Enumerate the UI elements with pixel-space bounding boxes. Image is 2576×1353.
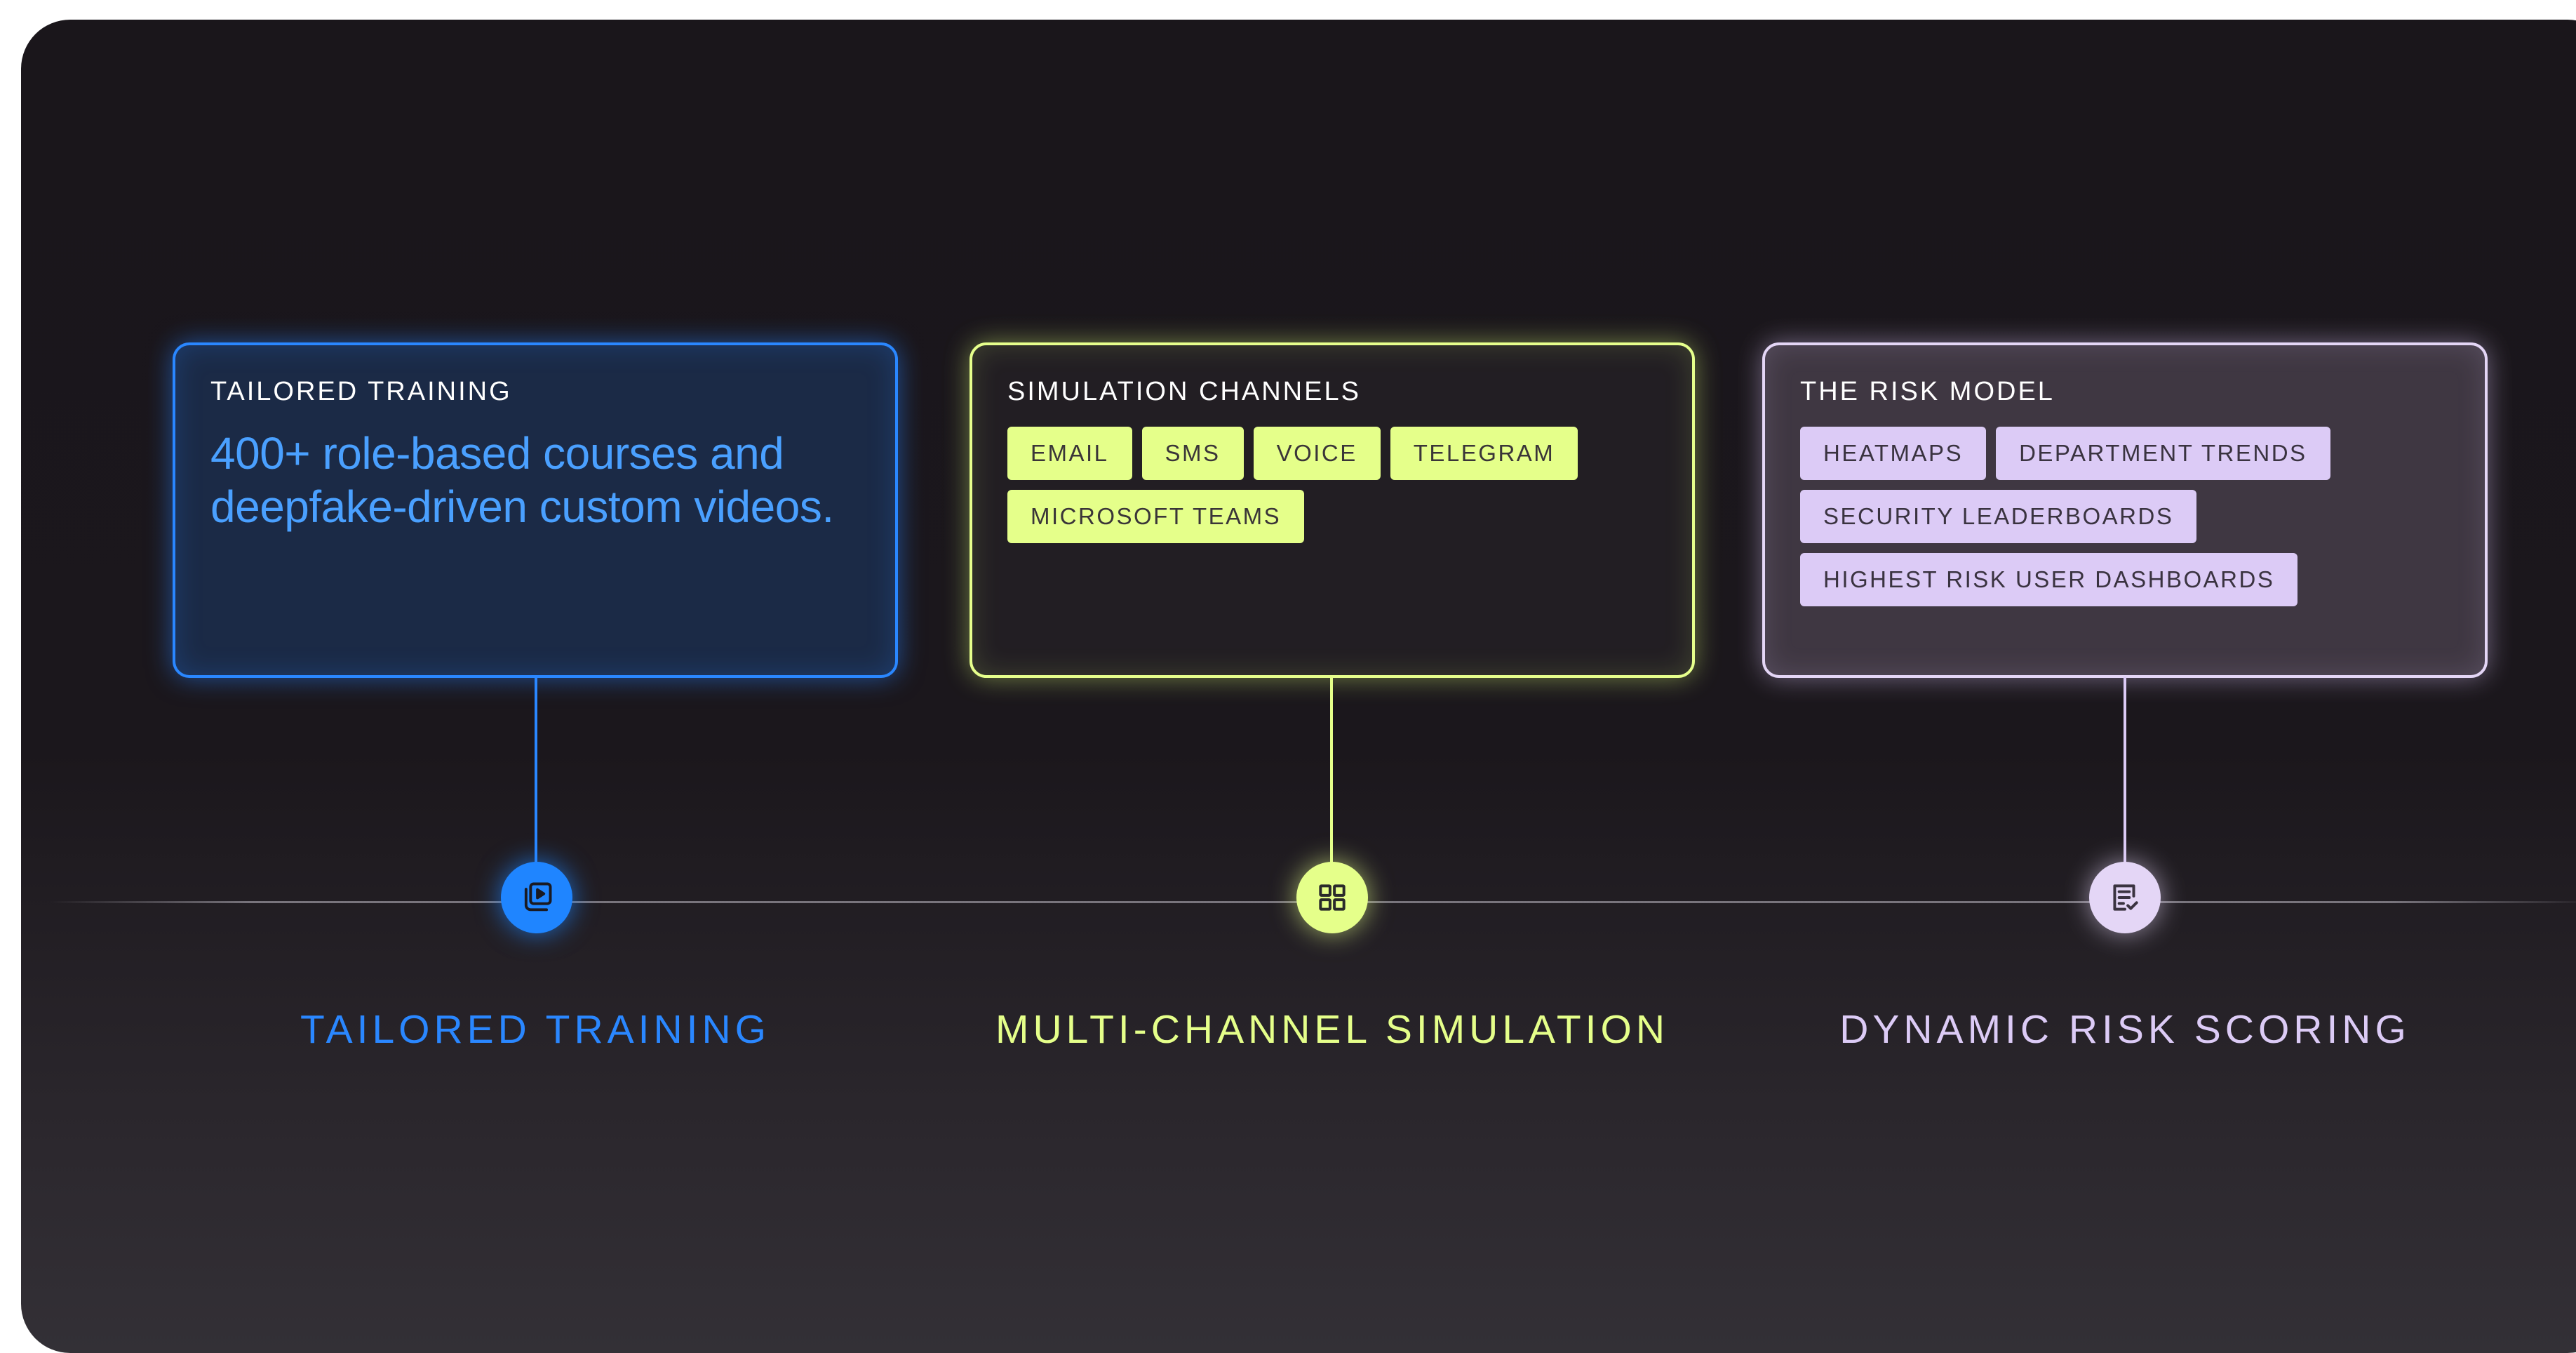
channel-tag-list: EMAIL SMS VOICE TELEGRAM MICROSOFT TEAMS xyxy=(1007,427,1639,543)
tag-heatmaps: HEATMAPS xyxy=(1800,427,1987,480)
card-title: SIMULATION CHANNELS xyxy=(1007,377,1361,406)
tag-voice: VOICE xyxy=(1253,427,1381,480)
risk-model-card: THE RISK MODEL HEATMAPS DEPARTMENT TREND… xyxy=(1762,342,2488,678)
tag-highest-risk-user-dashboards: HIGHEST RISK USER DASHBOARDS xyxy=(1800,553,2298,606)
step-label-multi-channel-simulation: MULTI-CHANNEL SIMULATION xyxy=(995,1007,1669,1052)
tag-email: EMAIL xyxy=(1007,427,1132,480)
risk-tag-list: HEATMAPS DEPARTMENT TRENDS SECURITY LEAD… xyxy=(1800,427,2431,606)
tag-security-leaderboards: SECURITY LEADERBOARDS xyxy=(1800,490,2197,543)
tag-telegram: TELEGRAM xyxy=(1390,427,1578,480)
video-library-icon xyxy=(501,862,572,933)
tag-department-trends: DEPARTMENT TRENDS xyxy=(1996,427,2330,480)
connector-stem-risk xyxy=(2124,676,2126,872)
grid-icon xyxy=(1296,862,1368,933)
step-label-tailored-training: TAILORED TRAINING xyxy=(300,1007,770,1052)
connector-stem-simulation xyxy=(1330,676,1333,872)
card-description: 400+ role-based courses and deepfake-dri… xyxy=(210,428,834,532)
feature-timeline-panel: TAILORED TRAINING 400+ role-based course… xyxy=(21,20,2576,1353)
tag-sms: SMS xyxy=(1141,427,1244,480)
step-label-dynamic-risk-scoring: DYNAMIC RISK SCORING xyxy=(1839,1007,2410,1052)
checklist-document-icon xyxy=(2089,862,2161,933)
simulation-channels-card: SIMULATION CHANNELS EMAIL SMS VOICE TELE… xyxy=(970,342,1695,678)
connector-stem-training xyxy=(535,676,537,872)
card-title: THE RISK MODEL xyxy=(1800,377,2055,406)
tag-microsoft-teams: MICROSOFT TEAMS xyxy=(1007,490,1305,543)
card-title: TAILORED TRAINING xyxy=(210,377,512,406)
tailored-training-card: TAILORED TRAINING 400+ role-based course… xyxy=(173,342,898,678)
